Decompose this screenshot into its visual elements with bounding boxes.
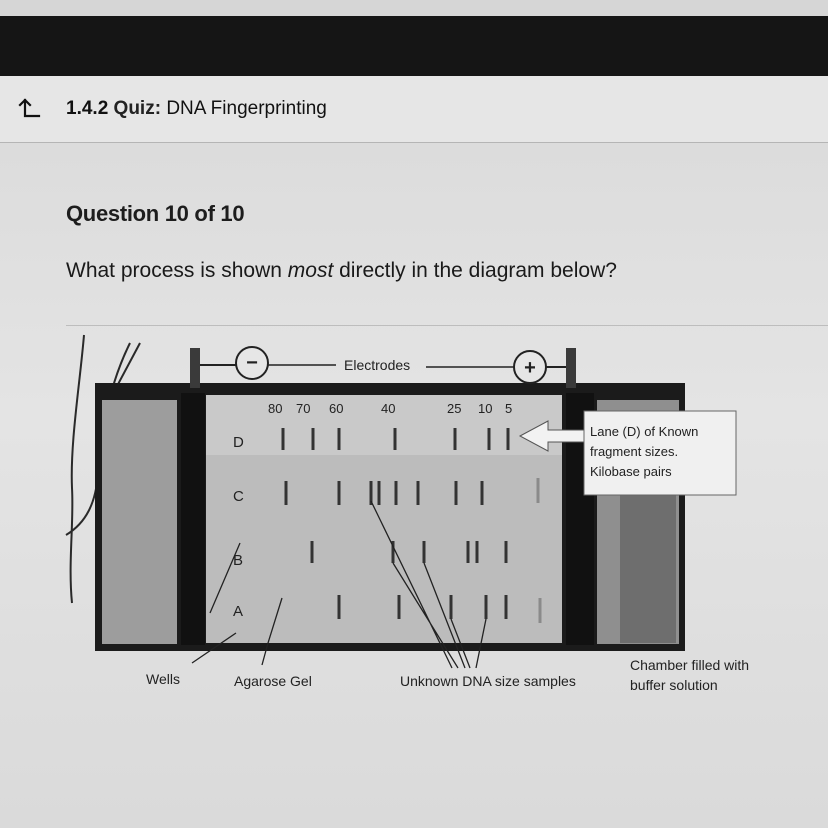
plus-symbol: + [524,357,536,379]
back-arrow-icon[interactable] [14,94,44,124]
buffer-left [102,400,177,644]
label-chamber-line2: buffer solution [630,677,718,693]
buffer-right-shade [620,473,676,643]
callout-line1: Lane (D) of Known [590,424,698,439]
lane-label-c: C [233,488,244,505]
quiz-word: Quiz: [113,98,162,119]
lane-label-b: B [233,552,243,569]
lane-d-bands [281,428,510,450]
label-unknown-samples: Unknown DNA size samples [400,673,576,689]
marker-40: 40 [381,401,395,416]
question-divider [66,325,828,326]
marker-80: 80 [268,401,282,416]
gel-electrophoresis-diagram: − + Electrodes 80 70 60 40 25 10 5 D C B… [65,334,749,693]
question-panel: Question 10 of 10 What process is shown … [0,143,828,828]
electrodes-label: Electrodes [344,357,410,373]
unknown-samples-pointers [370,500,487,669]
callout-line3: Kilobase pairs [590,464,672,479]
lane-b-bands [310,541,508,563]
label-chamber-line1: Chamber filled with [630,657,749,673]
faint-bands [536,478,542,623]
electrode-post-positive [566,348,576,388]
lane-label-a: A [233,603,243,620]
top-strip [0,0,828,16]
marker-25: 25 [447,401,461,416]
agarose-pointer [261,597,283,666]
wells-pointer [191,542,241,664]
marker-60: 60 [329,401,343,416]
lane-a-bands [337,595,508,619]
negative-electrode-icon [235,346,269,380]
question-text-after: directly in the diagram below? [333,259,617,282]
marker-5: 5 [505,401,512,416]
question-text-emphasis: most [287,259,334,282]
question-number: Question 10 of 10 [66,201,245,226]
gel-top-highlight [206,395,562,455]
quiz-number: 1.4.2 [66,98,109,119]
label-agarose-gel: Agarose Gel [234,673,312,689]
marker-70: 70 [296,401,310,416]
quiz-title: 1.4.2 Quiz: DNA Fingerprinting [66,98,327,120]
browser-dark-bar [0,16,828,76]
quiz-name: DNA Fingerprinting [166,98,327,119]
label-wells: Wells [146,671,180,687]
marker-10: 10 [478,401,492,416]
pointer-lines [191,500,487,669]
question-text-before: What process is shown [66,259,288,282]
callout-line2: fragment sizes. [590,444,678,459]
quiz-header: 1.4.2 Quiz: DNA Fingerprinting [0,76,828,143]
electrode-post-negative [190,348,200,388]
lane-label-d: D [233,434,244,451]
chamber-wall-left [181,393,205,645]
question-text: What process is shown most directly in t… [66,259,617,283]
minus-symbol: − [246,352,258,374]
callout-box [583,410,737,496]
